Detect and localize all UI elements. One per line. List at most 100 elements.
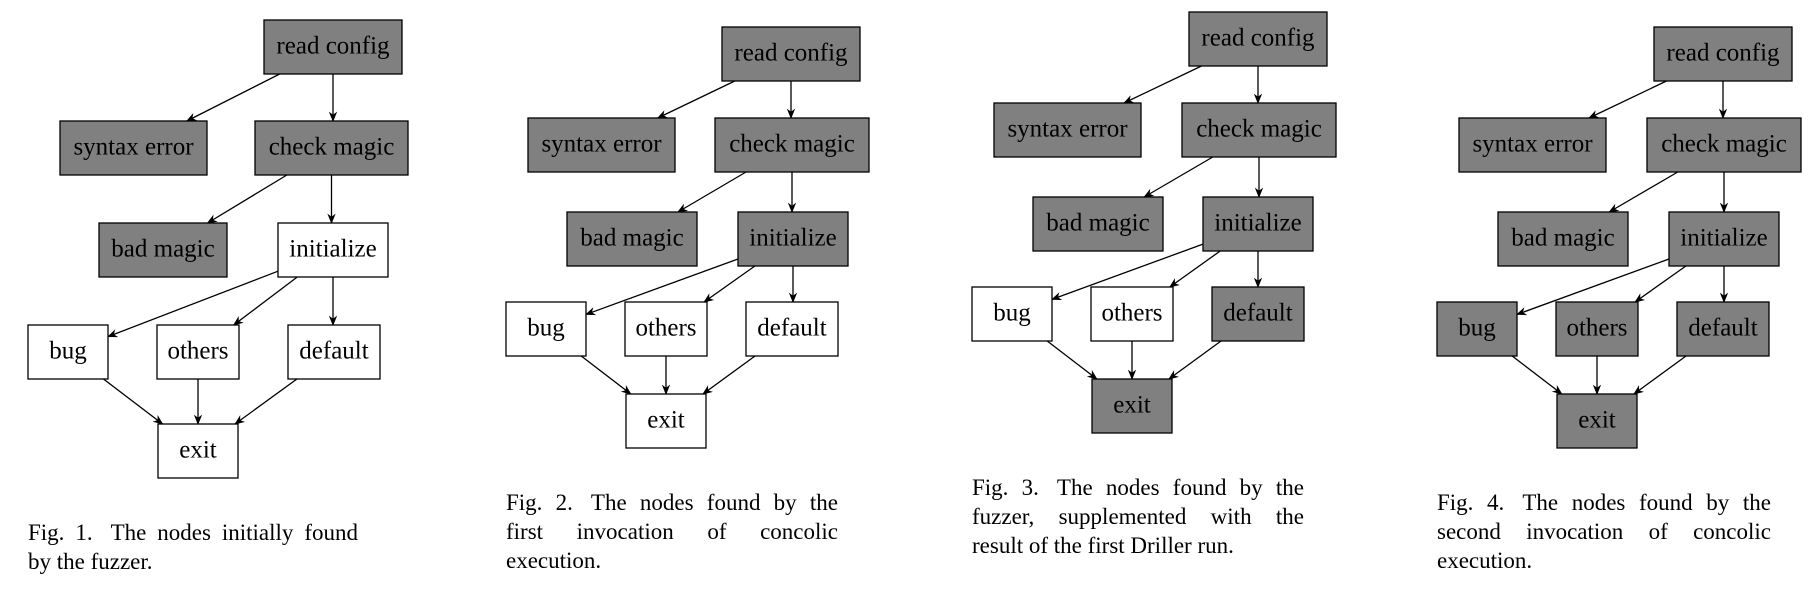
edge-read-config-to-syntax-error — [1588, 80, 1667, 119]
figure-4-label: Fig. 4. — [1437, 490, 1505, 515]
node-label: syntax error — [1472, 131, 1593, 158]
edge-initialize-to-bug — [1051, 243, 1204, 301]
node-label: default — [1223, 300, 1292, 327]
node-label: bug — [49, 338, 87, 365]
edge-initialize-to-bug — [585, 258, 739, 316]
node-box — [1497, 211, 1629, 267]
node-box — [1653, 26, 1793, 82]
node-box — [263, 19, 403, 75]
node-label: exit — [647, 407, 685, 434]
node-bad-magic: bad magic — [1497, 211, 1629, 267]
node-syntax-error: syntax error — [59, 120, 208, 176]
edge-read-config-to-syntax-error — [185, 73, 280, 122]
node-label: others — [635, 315, 696, 342]
node-label: read config — [276, 33, 390, 60]
node-label: bad magic — [580, 225, 683, 252]
edge-initialize-to-bug — [107, 270, 279, 338]
node-label: bad magic — [1046, 210, 1149, 237]
edge-bug-to-exit — [1511, 355, 1563, 395]
node-initialize: initialize — [737, 211, 849, 267]
node-label: bad magic — [111, 236, 214, 263]
node-label: read config — [1201, 25, 1315, 52]
node-box — [1668, 211, 1780, 267]
node-box — [59, 120, 208, 176]
node-label: syntax error — [541, 131, 662, 158]
node-box — [1188, 11, 1328, 67]
node-label: syntax error — [1007, 116, 1128, 143]
edge-initialize-to-bug — [1516, 258, 1670, 316]
node-initialize: initialize — [277, 222, 389, 278]
node-others: others — [624, 301, 708, 357]
node-label: initialize — [749, 225, 836, 252]
node-others: others — [1090, 286, 1174, 342]
node-label: default — [1688, 315, 1757, 342]
node-box — [1202, 196, 1314, 252]
edge-default-to-exit — [1168, 340, 1222, 380]
node-syntax-error: syntax error — [993, 102, 1142, 158]
node-label: bug — [1458, 315, 1496, 342]
figure-1-caption: Fig. 1.The nodes initially found by the … — [28, 518, 358, 576]
node-bug: bug — [505, 301, 587, 357]
edge-read-config-to-syntax-error — [656, 80, 736, 119]
node-box — [1458, 117, 1607, 173]
figure-4: read config syntax error check magic bad ma… — [1436, 0, 1817, 595]
edge-default-to-exit — [234, 378, 298, 425]
node-label: others — [167, 338, 228, 365]
node-check-magic: check magic — [1181, 102, 1337, 158]
node-check-magic: check magic — [1646, 117, 1802, 173]
edge-default-to-exit — [702, 355, 756, 395]
figure-2-caption: Fig. 2.The nodes found by the first invo… — [506, 488, 838, 575]
node-exit: exit — [1556, 393, 1638, 449]
node-box — [277, 222, 389, 278]
node-box — [157, 423, 239, 479]
node-box — [505, 301, 587, 357]
node-syntax-error: syntax error — [1458, 117, 1607, 173]
node-label: initialize — [1680, 225, 1767, 252]
node-bad-magic: bad magic — [98, 222, 228, 278]
node-others: others — [156, 324, 240, 380]
node-read-config: read config — [1188, 11, 1328, 67]
node-default: default — [1211, 286, 1305, 342]
node-label: exit — [1578, 407, 1616, 434]
node-box — [1032, 196, 1164, 252]
node-default: default — [1676, 301, 1770, 357]
node-box — [1676, 301, 1770, 357]
node-bad-magic: bad magic — [1032, 196, 1164, 252]
node-label: initialize — [1214, 210, 1301, 237]
node-label: default — [299, 338, 368, 365]
figure-2-caption-text: The nodes found by the first invocation … — [506, 490, 838, 573]
node-box — [287, 324, 381, 380]
node-box — [1556, 393, 1638, 449]
node-default: default — [745, 301, 839, 357]
node-box — [721, 26, 861, 82]
edge-initialize-to-others — [1634, 265, 1687, 303]
node-bad-magic: bad magic — [566, 211, 698, 267]
node-box — [527, 117, 676, 173]
figure-4-caption-text: The nodes found by the second invocation… — [1437, 490, 1771, 573]
node-label: syntax error — [73, 134, 194, 161]
node-box — [745, 301, 839, 357]
edge-check-magic-to-bad-magic — [1608, 171, 1679, 213]
node-box — [1646, 117, 1802, 173]
node-exit: exit — [157, 423, 239, 479]
node-label: others — [1566, 315, 1627, 342]
node-box — [98, 222, 228, 278]
node-label: initialize — [289, 236, 376, 263]
edge-initialize-to-others — [232, 276, 298, 326]
node-box — [156, 324, 240, 380]
figure-1-label: Fig. 1. — [28, 520, 93, 545]
node-label: others — [1101, 300, 1162, 327]
node-syntax-error: syntax error — [527, 117, 676, 173]
node-bug: bug — [1436, 301, 1518, 357]
flow-graph-4: read config syntax error check magic bad ma… — [1436, 26, 1802, 449]
figure-1-caption-text: The nodes initially found by the fuzzer. — [28, 520, 358, 574]
node-bug: bug — [971, 286, 1053, 342]
node-label: read config — [1666, 40, 1780, 67]
node-box — [254, 120, 409, 176]
node-exit: exit — [1091, 378, 1173, 434]
node-box — [993, 102, 1142, 158]
edge-default-to-exit — [1633, 355, 1687, 395]
